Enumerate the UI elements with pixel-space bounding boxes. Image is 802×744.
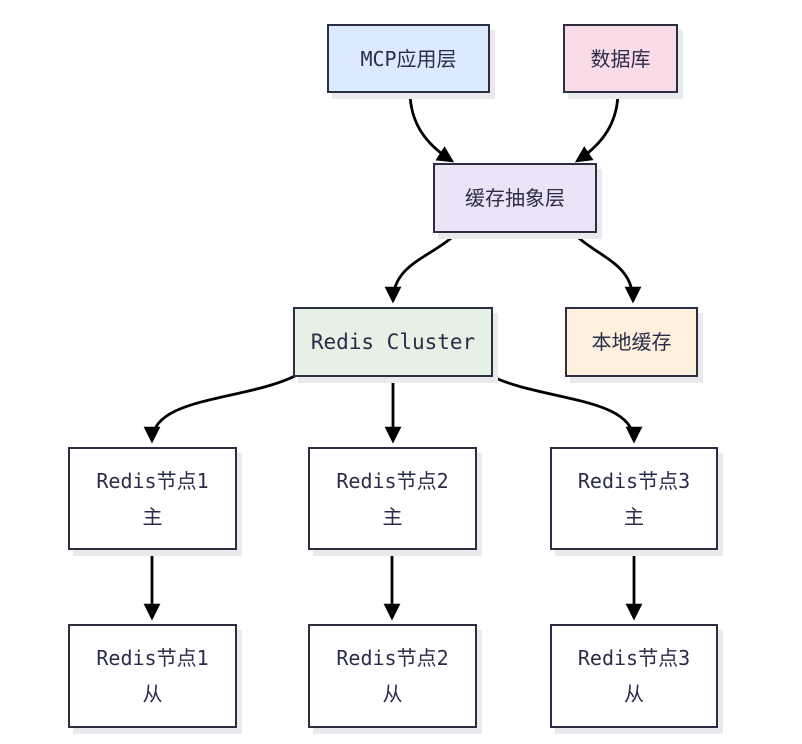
node-redis-node3-master-line1: Redis节点3 [577, 468, 691, 493]
node-redis-node3-master: Redis节点3 主 [550, 447, 718, 550]
node-database: 数据库 [563, 24, 678, 93]
node-redis-node3-slave-line2: 从 [624, 682, 644, 706]
node-redis-node2-slave-line2: 从 [382, 682, 403, 706]
node-redis-node1-slave-line2: 从 [142, 682, 163, 706]
node-redis-node1-slave-line1: Redis节点1 [96, 646, 209, 670]
node-redis-node2-slave-line1: Redis节点2 [336, 646, 449, 670]
node-cache-abstraction-layer-label: 缓存抽象层 [465, 186, 565, 210]
edge-cluster-m3 [488, 373, 643, 444]
node-redis-node2-slave: Redis节点2 从 [308, 624, 477, 728]
node-redis-node3-master-line2: 主 [624, 504, 644, 529]
node-local-cache-label: 本地缓存 [591, 330, 672, 354]
node-local-cache: 本地缓存 [565, 307, 698, 377]
node-redis-node2-master-line1: Redis节点2 [336, 468, 449, 493]
node-redis-node1-slave: Redis节点1 从 [68, 624, 237, 728]
node-redis-node3-slave-line1: Redis节点3 [577, 646, 691, 670]
node-redis-node3-slave: Redis节点3 从 [550, 624, 718, 728]
node-redis-node2-master-line2: 主 [382, 504, 403, 529]
node-redis-node1-master: Redis节点1 主 [68, 447, 237, 550]
node-mcp-app-layer-label: MCP应用层 [360, 46, 457, 71]
edge-db-cache [574, 93, 620, 163]
edge-cache-cluster [384, 232, 457, 304]
node-database-label: 数据库 [590, 46, 651, 71]
node-redis-node2-master: Redis节点2 主 [308, 447, 477, 550]
node-redis-cluster-label: Redis Cluster [310, 330, 476, 354]
node-cache-abstraction-layer: 缓存抽象层 [433, 163, 597, 233]
node-redis-node1-master-line1: Redis节点1 [96, 468, 209, 493]
node-redis-cluster: Redis Cluster [293, 307, 493, 377]
edge-app-cache [408, 93, 455, 163]
edge-cache-local [573, 232, 642, 304]
node-mcp-app-layer: MCP应用层 [327, 24, 490, 93]
node-redis-node1-master-line2: 主 [142, 504, 163, 529]
edge-cluster-m1 [143, 373, 298, 444]
